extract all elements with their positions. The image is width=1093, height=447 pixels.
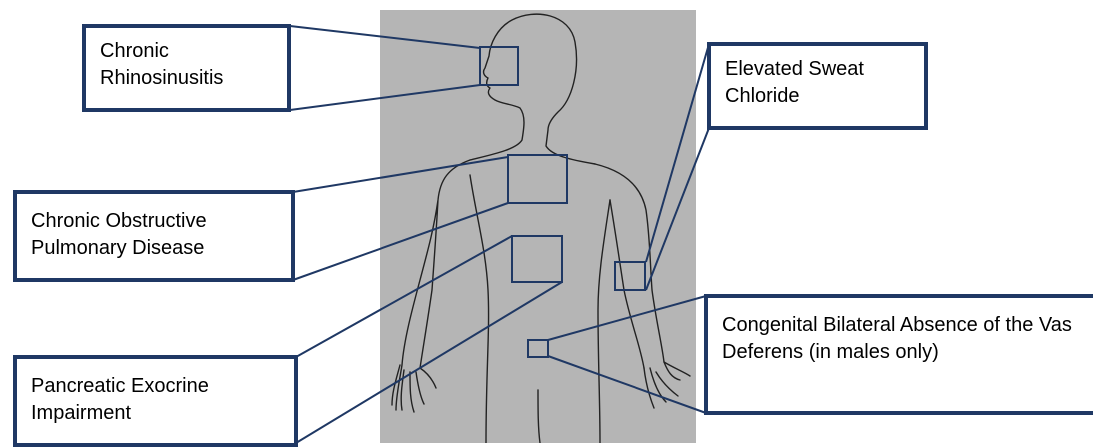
label-elevated-sweat-chloride: Elevated Sweat Chloride [707, 42, 928, 130]
label-pancreatic-exocrine-impairment: Pancreatic Exocrine Impairment [13, 355, 298, 447]
label-copd: Chronic Obstructive Pulmonary Disease [13, 190, 295, 282]
label-chronic-rhinosinusitis-text: Chronic Rhinosinusitis [100, 40, 223, 89]
label-pancreatic-text: Pancreatic Exocrine Impairment [31, 375, 209, 424]
label-cbavd-text: Congenital Bilateral Absence of the Vas … [722, 314, 1072, 363]
label-cbavd: Congenital Bilateral Absence of the Vas … [704, 294, 1093, 415]
label-chronic-rhinosinusitis: Chronic Rhinosinusitis [82, 24, 291, 112]
label-copd-text: Chronic Obstructive Pulmonary Disease [31, 210, 207, 259]
label-sweat-text: Elevated Sweat Chloride [725, 58, 864, 107]
